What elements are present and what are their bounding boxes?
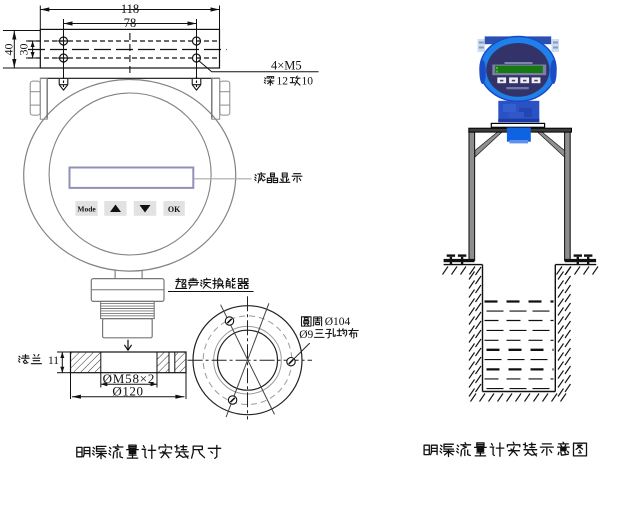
- svg-text:OK: OK: [168, 205, 181, 214]
- svg-text:78: 78: [124, 16, 137, 30]
- svg-text:40: 40: [2, 44, 16, 56]
- svg-text:118: 118: [121, 2, 139, 16]
- svg-text:Ø9: Ø9: [299, 329, 313, 341]
- svg-text:30: 30: [17, 44, 31, 56]
- svg-text:Ø104: Ø104: [325, 316, 351, 328]
- svg-text:ØM58×2: ØM58×2: [103, 371, 156, 386]
- svg-text:4×M5: 4×M5: [271, 59, 302, 73]
- svg-text:11: 11: [48, 355, 59, 367]
- svg-text:10: 10: [302, 76, 314, 88]
- svg-text:12: 12: [277, 76, 289, 88]
- svg-text:Ø120: Ø120: [112, 383, 143, 398]
- svg-text:Mode: Mode: [77, 205, 96, 214]
